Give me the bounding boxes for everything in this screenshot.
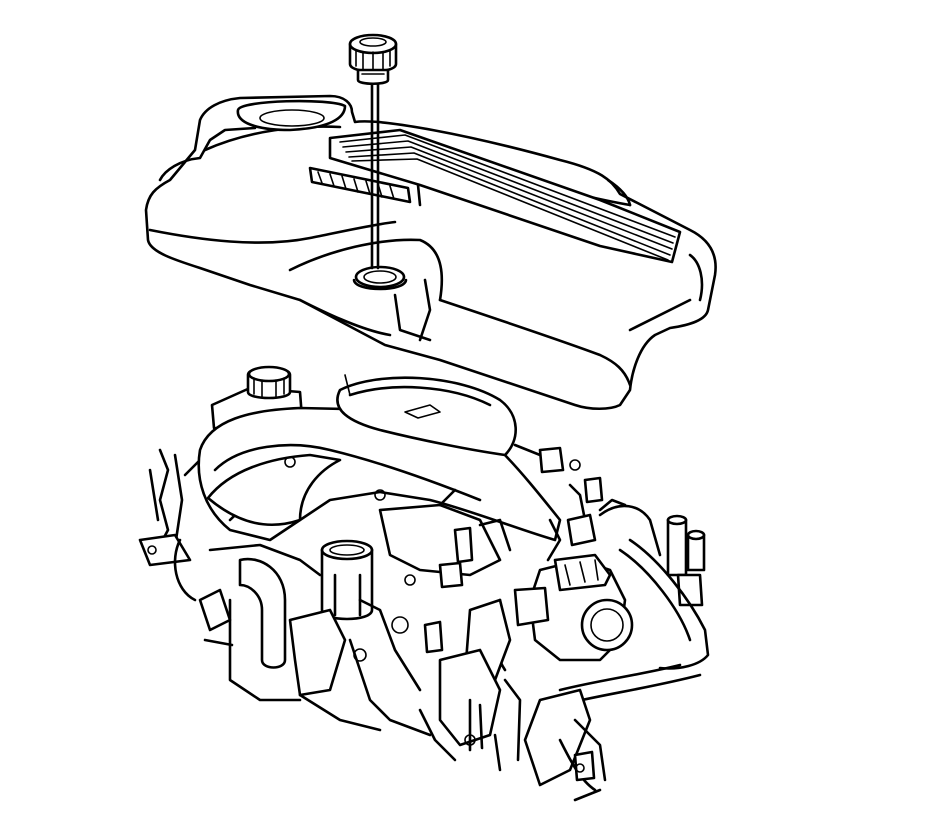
injector-bank [378, 488, 512, 654]
right-hoses [558, 459, 710, 707]
cover-oil-opening [354, 265, 406, 289]
lower-engine-block [418, 648, 607, 802]
cover-rib-panel [328, 128, 682, 264]
intake-plenum [197, 406, 562, 542]
engine-assembly [138, 365, 710, 802]
engine-cover [144, 94, 717, 411]
cover-emblem [308, 166, 412, 204]
throttle-body [463, 553, 634, 682]
sensor-cluster [513, 443, 604, 562]
oil-filler-cap [348, 33, 398, 270]
air-cleaner-housing [336, 374, 517, 457]
oil-fill-neck [320, 539, 374, 621]
intake-runners [203, 543, 432, 737]
